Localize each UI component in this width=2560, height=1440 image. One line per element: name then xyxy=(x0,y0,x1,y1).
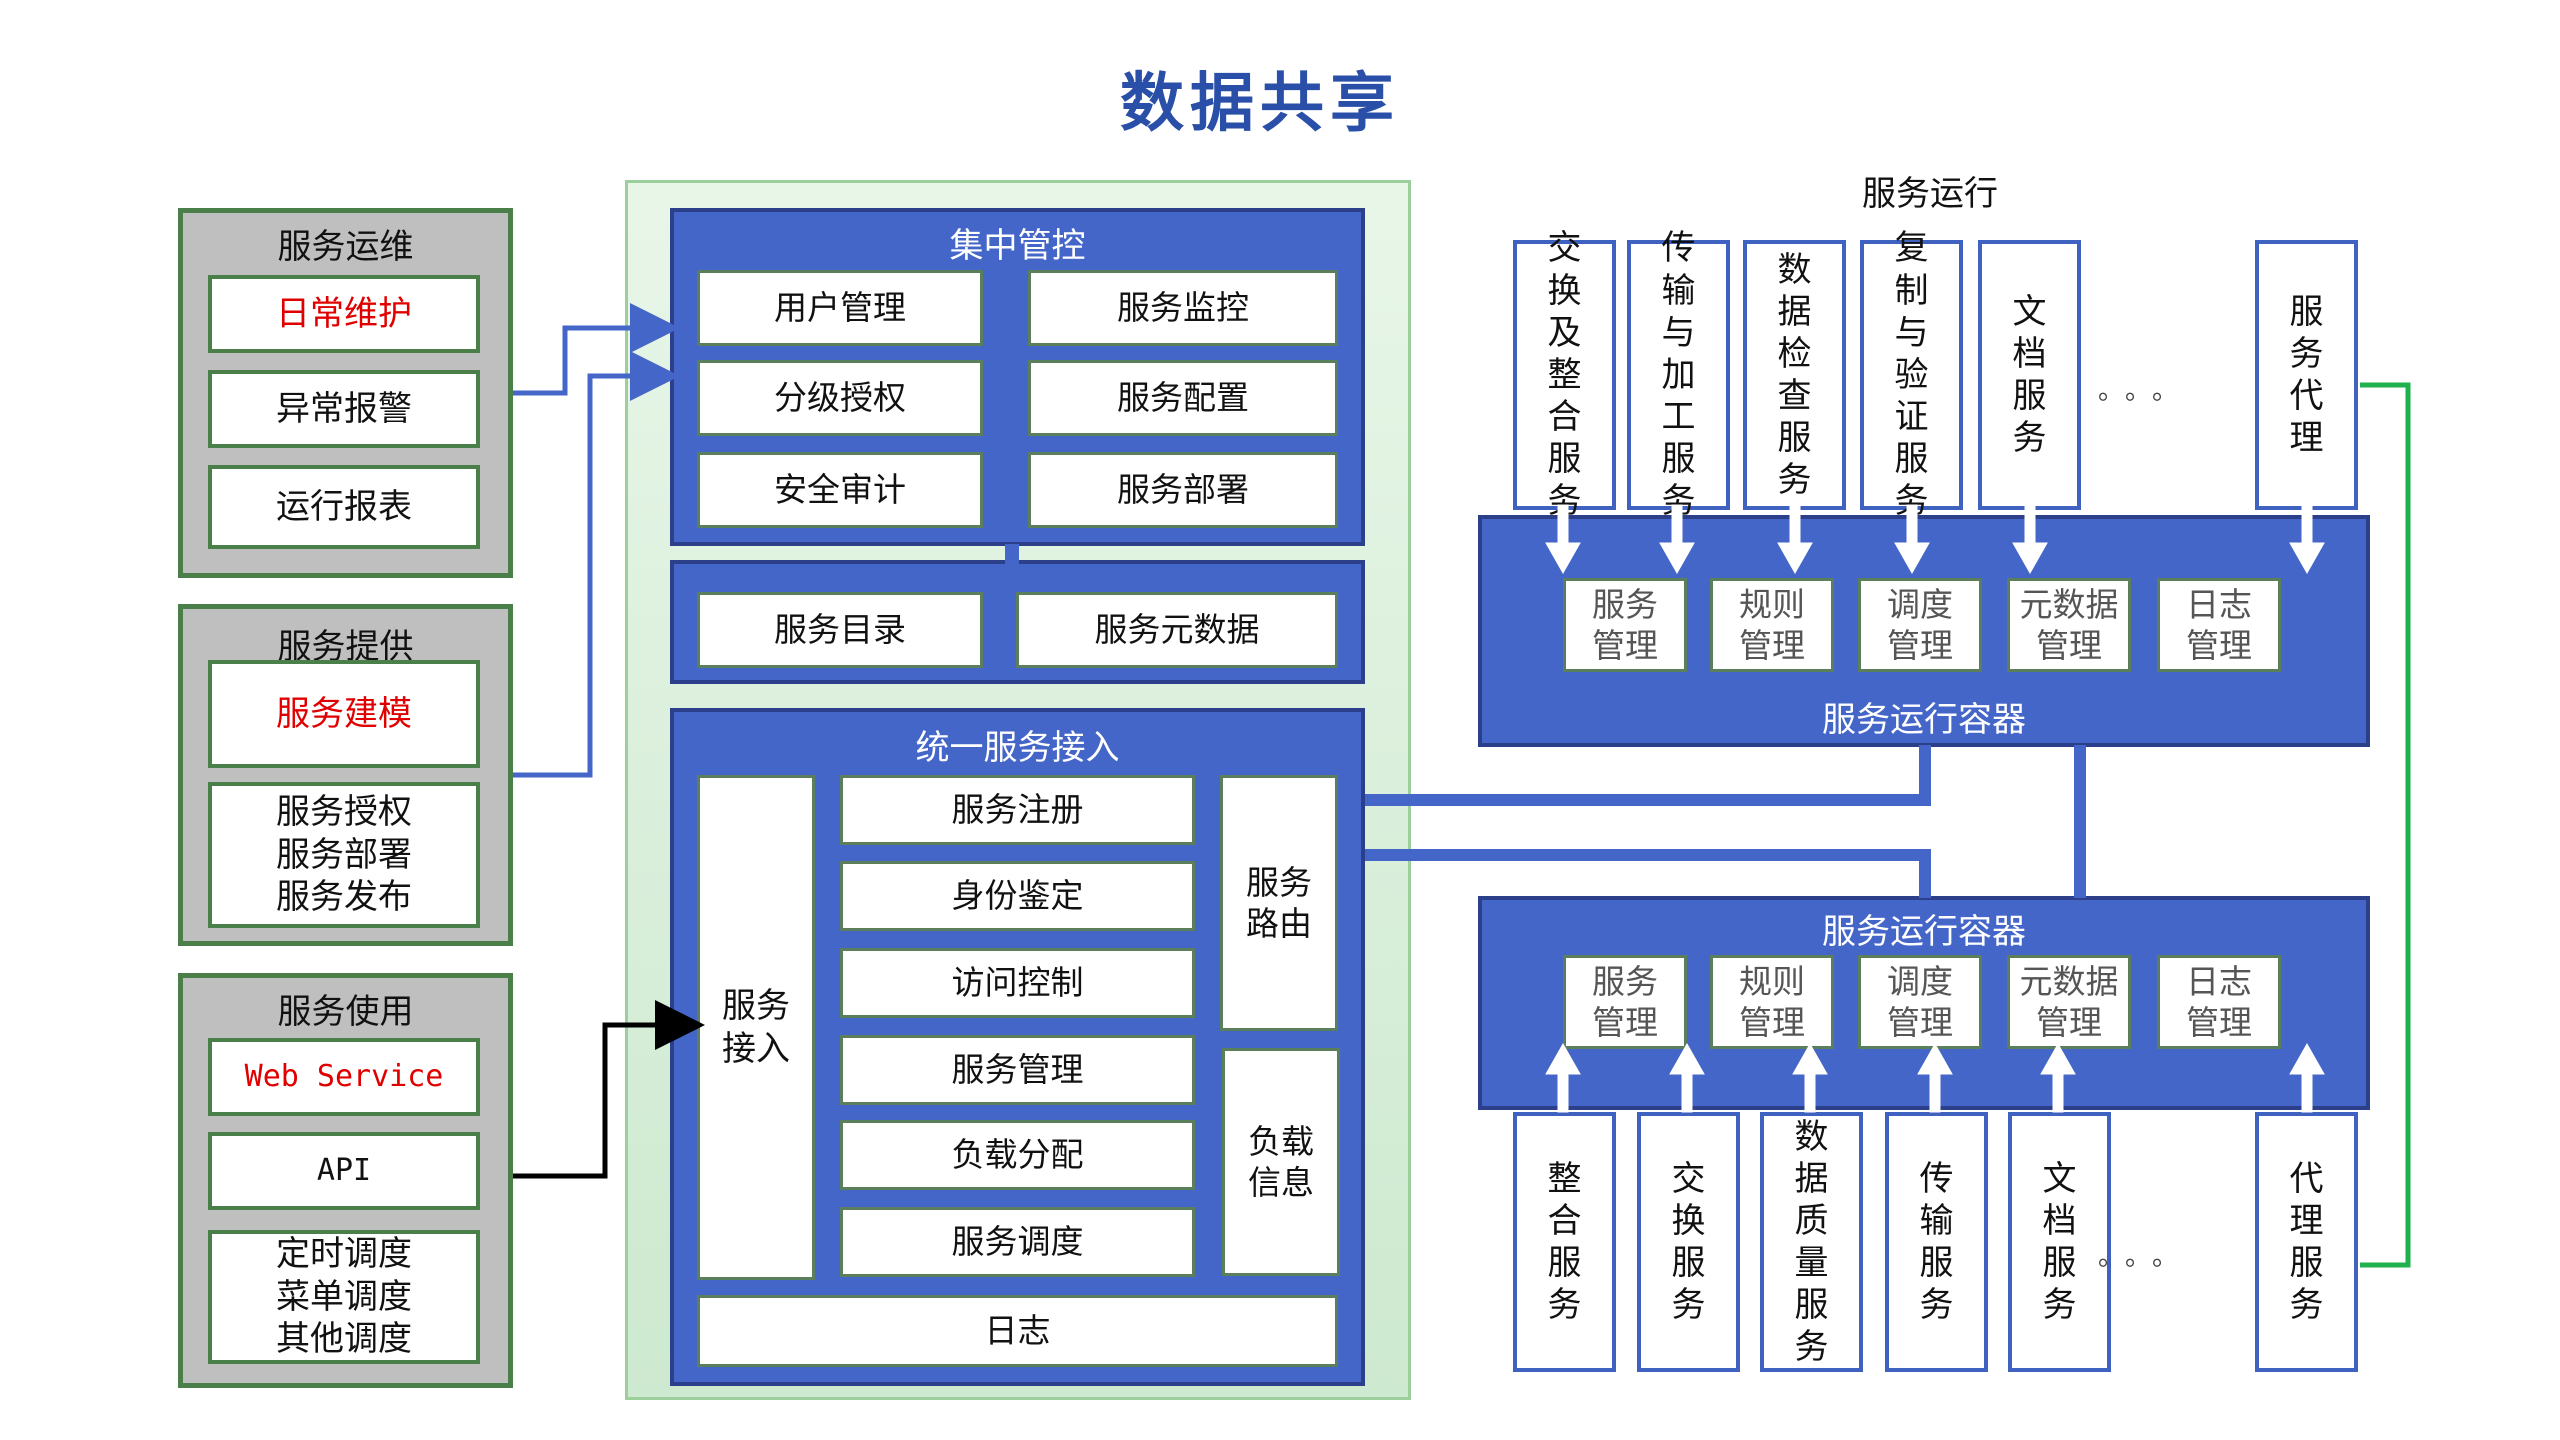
bottom-service-proxy[interactable]: 代理服务 xyxy=(2255,1112,2358,1372)
top-service-document-label: 文档服务 xyxy=(2012,291,2047,459)
use-item-web-service[interactable]: Web Service xyxy=(208,1038,480,1116)
bottom-service-data-quality-label: 数据质量服务 xyxy=(1794,1116,1829,1368)
page-title: 数据共享 xyxy=(1120,67,1400,141)
access-item-load-balance[interactable]: 负载分配 xyxy=(840,1120,1195,1190)
access-item-access-control[interactable]: 访问控制 xyxy=(840,948,1195,1018)
bottom-container-log-mgmt[interactable]: 日志 管理 xyxy=(2157,955,2281,1049)
central-item-service-config[interactable]: 服务配置 xyxy=(1028,360,1338,436)
access-item-scheduling[interactable]: 服务调度 xyxy=(840,1207,1195,1277)
top-container-service-mgmt[interactable]: 服务 管理 xyxy=(1563,578,1687,672)
bottom-service-transfer[interactable]: 传输服务 xyxy=(1885,1112,1988,1372)
top-service-replicate-verify-label: 复制与验证服务 xyxy=(1894,228,1929,522)
use-item-api[interactable]: API xyxy=(208,1132,480,1210)
provide-item-auth-deploy-publish[interactable]: 服务授权 服务部署 服务发布 xyxy=(208,782,480,928)
top-container-schedule-mgmt[interactable]: 调度 管理 xyxy=(1858,578,1982,672)
bottom-service-transfer-label: 传输服务 xyxy=(1919,1158,1954,1326)
runtime-container-bottom-title: 服务运行容器 xyxy=(1822,912,2026,952)
catalog-item-service-metadata[interactable]: 服务元数据 xyxy=(1016,592,1338,668)
access-service-routing[interactable]: 服务 路由 xyxy=(1220,775,1338,1031)
top-service-transfer-process-label: 传输与加工服务 xyxy=(1661,228,1696,522)
top-service-data-check[interactable]: 数据检查服务 xyxy=(1743,240,1846,510)
bottom-ellipsis: 。。。 xyxy=(2098,1242,2193,1272)
top-container-rule-mgmt[interactable]: 规则 管理 xyxy=(1710,578,1834,672)
bottom-container-schedule-mgmt[interactable]: 调度 管理 xyxy=(1858,955,1982,1049)
bottom-service-document-label: 文档服务 xyxy=(2042,1158,2077,1326)
central-item-security-audit[interactable]: 安全审计 xyxy=(697,452,983,528)
central-item-service-deploy[interactable]: 服务部署 xyxy=(1028,452,1338,528)
ops-item-exception-alarm[interactable]: 异常报警 xyxy=(208,370,480,448)
access-log[interactable]: 日志 xyxy=(697,1295,1338,1367)
top-service-proxy[interactable]: 服务代理 xyxy=(2255,240,2358,510)
central-control-title: 集中管控 xyxy=(949,226,1086,266)
bottom-service-data-quality[interactable]: 数据质量服务 xyxy=(1760,1112,1863,1372)
ops-item-daily-maintenance[interactable]: 日常维护 xyxy=(208,275,480,353)
ops-title: 服务运维 xyxy=(277,227,414,267)
routing-to-top-container xyxy=(1365,745,1931,806)
bottom-service-exchange[interactable]: 交换服务 xyxy=(1637,1112,1740,1372)
central-item-service-monitor[interactable]: 服务监控 xyxy=(1028,270,1338,346)
catalog-item-service-directory[interactable]: 服务目录 xyxy=(697,592,983,668)
central-item-user-mgmt[interactable]: 用户管理 xyxy=(697,270,983,346)
top-container-log-mgmt[interactable]: 日志 管理 xyxy=(2157,578,2281,672)
top-ellipsis: 。。。 xyxy=(2098,376,2193,406)
top-service-data-check-label: 数据检查服务 xyxy=(1777,249,1812,501)
access-item-identity[interactable]: 身份鉴定 xyxy=(840,861,1195,931)
top-container-metadata-mgmt[interactable]: 元数据 管理 xyxy=(2007,578,2131,672)
ops-item-run-report[interactable]: 运行报表 xyxy=(208,465,480,549)
unified-access-title: 统一服务接入 xyxy=(915,728,1120,768)
bottom-service-integrate[interactable]: 整合服务 xyxy=(1513,1112,1616,1372)
use-item-schedules[interactable]: 定时调度 菜单调度 其他调度 xyxy=(208,1230,480,1364)
provide-item-modeling[interactable]: 服务建模 xyxy=(208,660,480,768)
access-load-info[interactable]: 负载 信息 xyxy=(1222,1048,1340,1276)
bottom-service-document[interactable]: 文档服务 xyxy=(2008,1112,2111,1372)
bottom-container-metadata-mgmt[interactable]: 元数据 管理 xyxy=(2007,955,2131,1049)
top-service-exchange-integrate-label: 交换及整合服务 xyxy=(1547,228,1582,522)
top-service-transfer-process[interactable]: 传输与加工服务 xyxy=(1627,228,1730,521)
top-service-document[interactable]: 文档服务 xyxy=(1978,240,2081,510)
runtime-label: 服务运行 xyxy=(1862,174,1998,214)
bottom-service-integrate-label: 整合服务 xyxy=(1547,1158,1582,1326)
access-service-entry[interactable]: 服务 接入 xyxy=(697,775,815,1280)
top-service-exchange-integrate[interactable]: 交换及整合服务 xyxy=(1513,228,1616,521)
runtime-container-top-title: 服务运行容器 xyxy=(1822,700,2026,740)
top-service-replicate-verify[interactable]: 复制与验证服务 xyxy=(1860,228,1963,521)
access-item-register[interactable]: 服务注册 xyxy=(840,775,1195,845)
use-title: 服务使用 xyxy=(277,992,414,1032)
panel-connector xyxy=(1005,544,1019,564)
top-service-proxy-label: 服务代理 xyxy=(2289,291,2324,459)
access-item-service-mgmt[interactable]: 服务管理 xyxy=(840,1035,1195,1105)
routing-to-bottom-container xyxy=(1365,849,1931,898)
bottom-service-exchange-label: 交换服务 xyxy=(1671,1158,1706,1326)
bottom-container-service-mgmt[interactable]: 服务 管理 xyxy=(1563,955,1687,1049)
bottom-container-rule-mgmt[interactable]: 规则 管理 xyxy=(1710,955,1834,1049)
central-item-grading-auth[interactable]: 分级授权 xyxy=(697,360,983,436)
bottom-service-proxy-label: 代理服务 xyxy=(2289,1158,2324,1326)
